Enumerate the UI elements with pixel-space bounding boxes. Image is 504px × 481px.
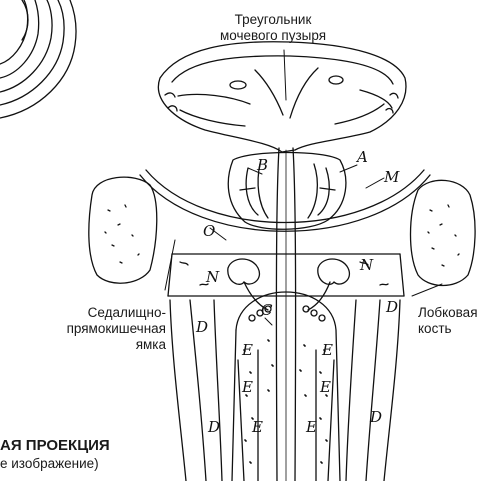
- label-ischiorectal-fossa-line3: ямка: [50, 337, 166, 353]
- projection-title: АЯ ПРОЕКЦИЯ: [0, 438, 160, 454]
- bulbourethral-glands: [228, 259, 350, 310]
- letter-e-left-upper: E: [241, 341, 253, 359]
- letter-e-right-middle: E: [319, 378, 331, 396]
- label-bladder-triangle: Треугольник мочевого пузыря: [198, 12, 348, 44]
- corner-structure: [0, 0, 76, 118]
- letter-e-left-lower: E: [251, 418, 263, 436]
- letter-e-right-lower: E: [305, 418, 317, 436]
- letter-a: A: [355, 148, 368, 166]
- label-pubic-bone-line2: кость: [418, 321, 502, 337]
- prostate: [228, 153, 346, 230]
- pubic-bone-left: [89, 177, 157, 283]
- letter-e-left-middle: E: [241, 378, 253, 396]
- label-ischiorectal-fossa: Седалищно- прямокишечная ямка: [50, 305, 166, 353]
- letter-c: C: [261, 301, 273, 319]
- letter-d-left-lower: D: [207, 418, 220, 436]
- stippling: [244, 340, 327, 463]
- letter-b: B: [256, 156, 268, 174]
- bladder: [158, 42, 406, 152]
- letter-m: M: [383, 168, 400, 186]
- label-ischiorectal-fossa-line1: Седалищно-: [50, 305, 166, 321]
- letter-o: O: [203, 222, 215, 240]
- letter-n-left: N: [205, 268, 220, 286]
- urethra: [276, 148, 295, 481]
- letter-e-right-upper: E: [321, 341, 333, 359]
- letter-labels: B A M O N N C D D D D E E E E E E: [195, 148, 400, 436]
- label-bladder-triangle-line1: Треугольник: [198, 12, 348, 28]
- letter-d-left-upper: D: [195, 318, 208, 336]
- letter-d-right-upper: D: [385, 298, 398, 316]
- pubic-bone-right: [411, 180, 476, 285]
- label-pubic-bone: Лобковая кость: [418, 305, 502, 337]
- label-pubic-bone-line1: Лобковая: [418, 305, 502, 321]
- letter-d-right-lower: D: [369, 408, 382, 426]
- projection-subtitle: е изображение): [0, 456, 160, 472]
- letter-n-right: N: [359, 256, 374, 274]
- label-ischiorectal-fossa-line2: прямокишечная: [50, 321, 166, 337]
- label-bladder-triangle-line2: мочевого пузыря: [198, 28, 348, 44]
